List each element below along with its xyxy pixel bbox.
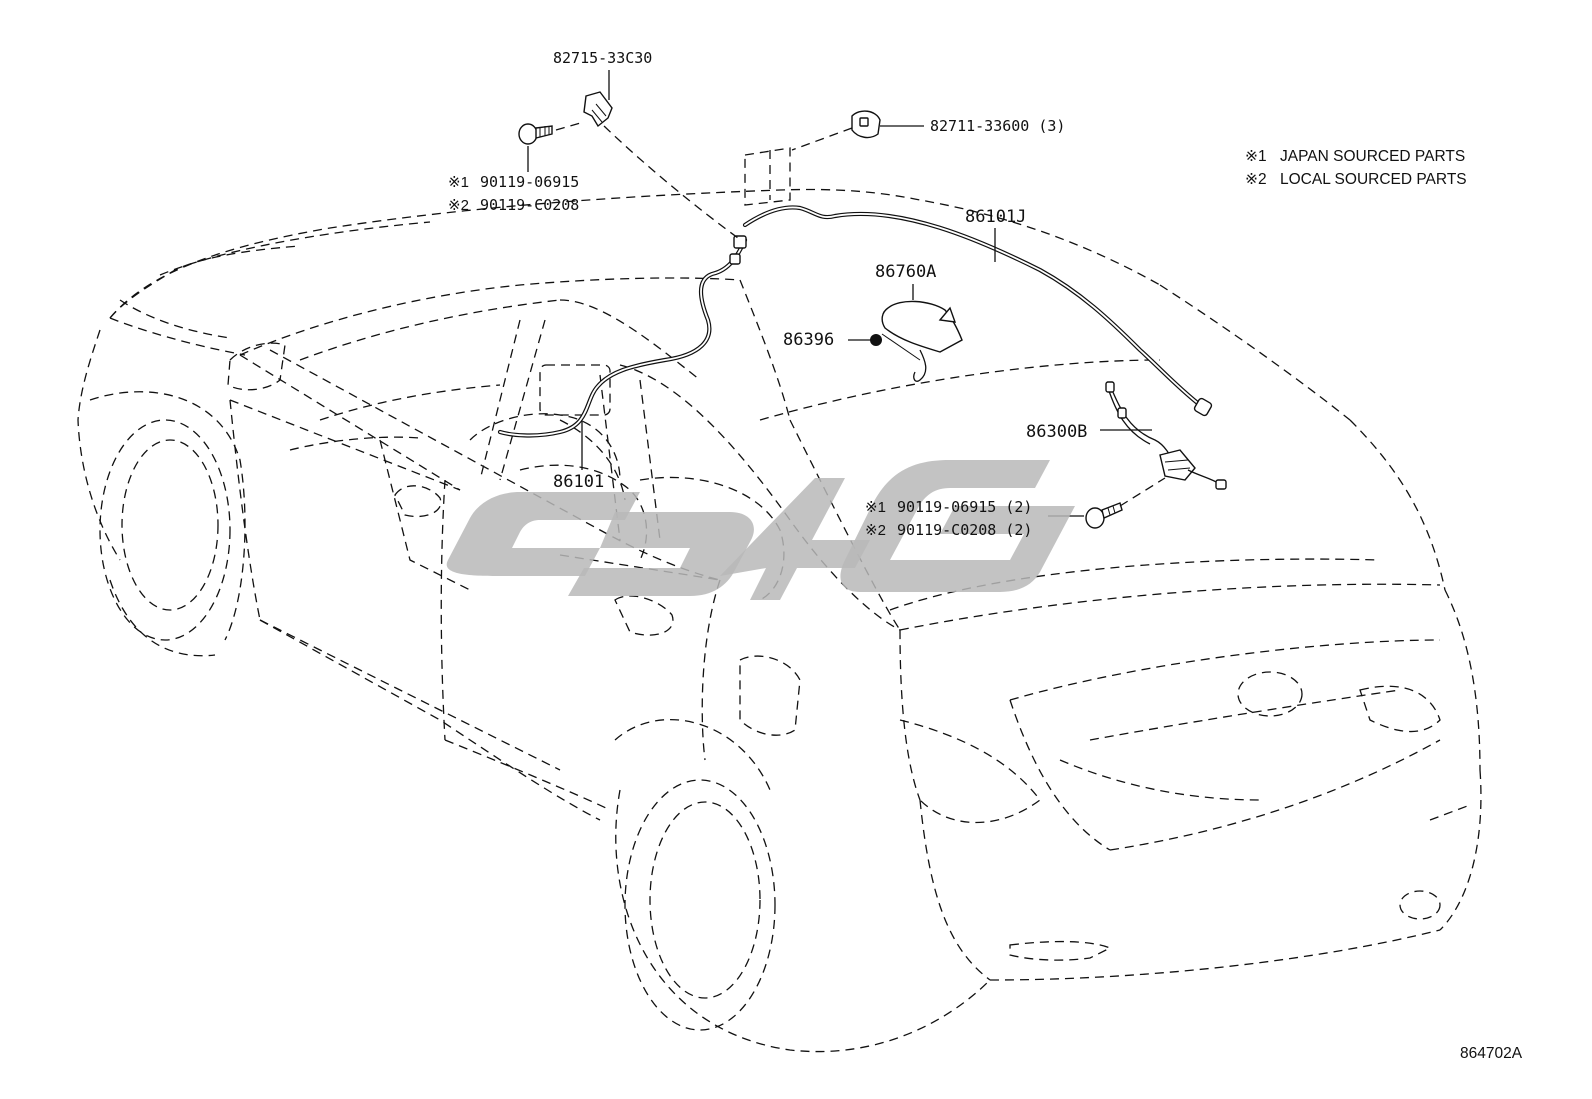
label-90119-06915-2: 90119-06915 (2): [897, 498, 1032, 516]
label-90119-C0208-2: 90119-C0208 (2): [897, 521, 1032, 539]
label-82715-33C30: 82715-33C30: [553, 49, 652, 67]
watermark-logo: [446, 460, 1075, 600]
legend-mark-2: ※2: [1245, 171, 1267, 188]
amplifier-86300B: [1105, 381, 1227, 490]
label-82711-33600: 82711-33600 (3): [930, 117, 1065, 135]
front-antenna-cord-86101: [497, 235, 748, 438]
legend-text-1: JAPAN SOURCED PARTS: [1280, 148, 1465, 165]
legend-text-2: LOCAL SOURCED PARTS: [1280, 171, 1467, 188]
mark-bolt-rear-1: ※1: [865, 499, 886, 516]
nut-86396: [870, 334, 882, 346]
figure-code: 864702A: [1460, 1045, 1523, 1062]
bolt-90119-rear: [1085, 502, 1123, 529]
mark-bolt-rear-2: ※2: [865, 522, 886, 539]
mark-bolt-top-2: ※2: [448, 197, 469, 214]
callout-labels: 82715-33C30 82711-33600 (3) ※1 90119-069…: [448, 49, 1087, 539]
legend: ※1 JAPAN SOURCED PARTS ※2 LOCAL SOURCED …: [1245, 148, 1467, 188]
legend-mark-1: ※1: [1245, 148, 1267, 165]
label-90119-06915: 90119-06915: [480, 173, 579, 191]
clip-82715-33C30: [583, 91, 613, 128]
label-90119-C0208: 90119-C0208: [480, 196, 579, 214]
label-86300B: 86300B: [1026, 422, 1087, 442]
car-body-outline: [77, 147, 1482, 1053]
clamp-82711-33600: [851, 110, 881, 139]
label-86760A: 86760A: [875, 262, 936, 282]
antenna-86760A: [881, 300, 963, 382]
mark-bolt-top-1: ※1: [448, 174, 469, 191]
label-86101J: 86101J: [965, 207, 1026, 227]
label-86101: 86101: [553, 472, 604, 492]
label-86396: 86396: [783, 330, 834, 350]
roof-antenna-cord-86101J: [742, 205, 1213, 417]
leader-lines: [527, 70, 1166, 517]
bolt-90119-top: [518, 123, 553, 145]
